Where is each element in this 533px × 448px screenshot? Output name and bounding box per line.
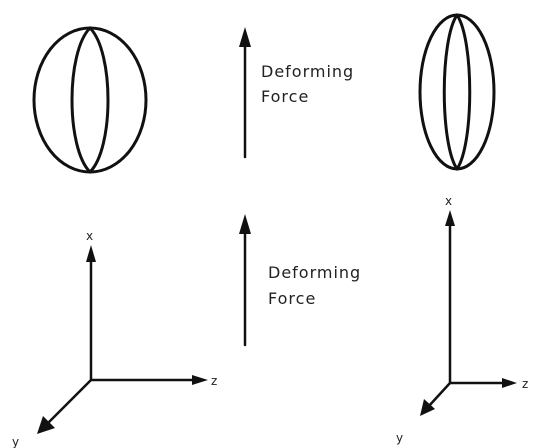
spheroid-left-outline (32, 26, 148, 174)
spheroid-right-meridian-front (442, 13, 459, 171)
axes-right-z-arrowhead (502, 378, 517, 388)
spheroid-left-meridian-front (70, 26, 92, 174)
axes-right-z-label: z (522, 377, 528, 391)
spheroid-right-meridian-back (455, 13, 472, 171)
force-arrow-top (239, 27, 251, 159)
force-label-top-line1: Deforming (261, 62, 354, 81)
axes-right-x-arrowhead (445, 210, 455, 226)
axes-right-y-axis (426, 381, 452, 409)
axes-right-x-label: x (445, 194, 452, 208)
spheroid-left-meridian-back (88, 26, 110, 174)
axes-left-x-label: x (86, 229, 93, 243)
force-label-bottom-line2: Force (268, 289, 316, 308)
force-arrow-top-head (239, 27, 251, 47)
force-label-bottom-line1: Deforming (268, 263, 361, 282)
force-arrow-bottom-head (239, 214, 251, 234)
force-arrow-bottom (239, 214, 251, 347)
spheroid-right-outline (418, 13, 496, 171)
axes-left-y-label: y (12, 435, 19, 448)
axes-right (420, 210, 517, 416)
axes-right-y-label: y (396, 431, 403, 445)
spheroid-left (32, 26, 148, 174)
force-label-top-line2: Force (261, 87, 309, 106)
axes-left-x-arrowhead (86, 245, 96, 262)
axes-left (37, 245, 208, 434)
axes-left-z-arrowhead (192, 375, 208, 385)
axes-right-y-arrowhead (420, 399, 435, 416)
axes-left-z-label: z (211, 374, 217, 388)
axes-left-y-arrowhead (37, 416, 55, 434)
spheroid-right (418, 13, 496, 171)
axes-left-y-axis (44, 378, 93, 427)
